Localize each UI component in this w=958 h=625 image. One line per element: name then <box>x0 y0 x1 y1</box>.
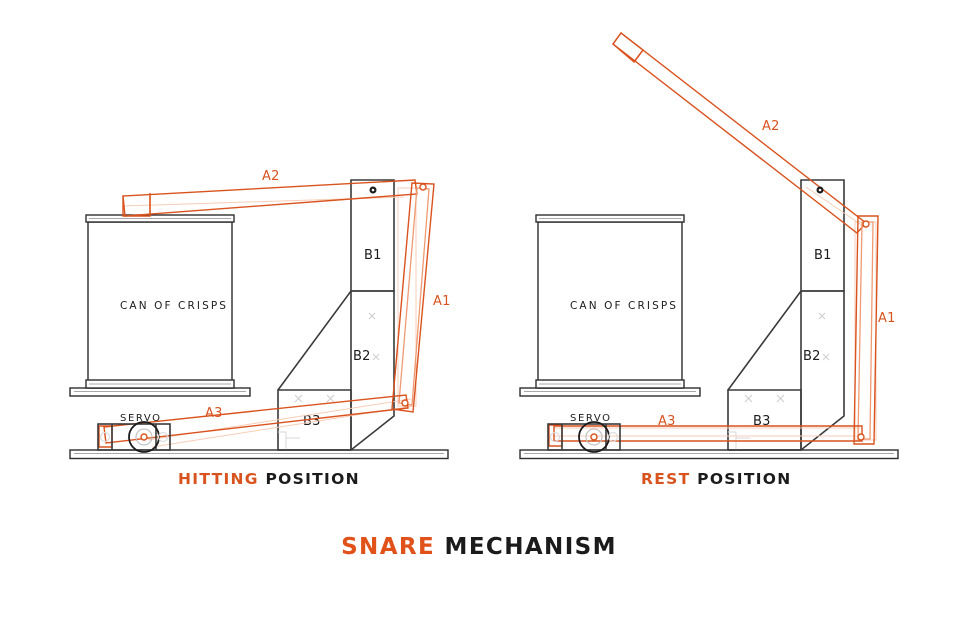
caption-hitting-position: HITTING POSITION <box>178 470 360 488</box>
can-of-crisps-left <box>85 214 235 389</box>
page-title-rest: MECHANISM <box>435 534 617 560</box>
block-b1-right <box>800 179 845 292</box>
link-a1-label-right: A1 <box>878 311 896 326</box>
caption-rest-position: REST POSITION <box>641 470 792 488</box>
panel-rest-position: CAN OF CRISPS B3 B2 <box>519 32 899 460</box>
block-b2-left <box>277 290 395 451</box>
block-b1-left <box>350 179 395 292</box>
link-a1-label-left: A1 <box>433 294 451 309</box>
servo-label-left: SERVO <box>120 413 162 424</box>
link-a2-label-left: A2 <box>262 169 280 184</box>
page-title-highlight: SNARE <box>341 534 436 560</box>
servo-label-right: SERVO <box>570 413 612 424</box>
panel-hitting-position: CAN OF CRISPS B3 B2 <box>69 169 451 460</box>
caption-left-rest: POSITION <box>258 470 360 488</box>
b3-xmarks-right <box>744 394 785 403</box>
link-a3-label-left: A3 <box>205 406 223 421</box>
block-b1-label-left: B1 <box>364 248 382 263</box>
block-b1-label-right: B1 <box>814 248 832 263</box>
link-a3-label-right: A3 <box>658 414 676 429</box>
pivots-right <box>816 186 870 441</box>
can-of-crisps-label-right: CAN OF CRISPS <box>570 300 678 312</box>
ground-plate-left <box>69 449 449 460</box>
link-a2-label-right: A2 <box>762 119 780 134</box>
ground-plate-right <box>519 449 899 460</box>
block-b3-label-right: B3 <box>753 414 771 429</box>
servo-left <box>97 421 171 453</box>
page-title: SNARE MECHANISM <box>0 534 958 560</box>
caption-right-rest: POSITION <box>690 470 792 488</box>
block-b3-label-left: B3 <box>303 414 321 429</box>
caption-right-highlight: REST <box>641 470 691 488</box>
link-a2-left <box>122 179 418 217</box>
servo-right <box>547 421 621 453</box>
caption-left-highlight: HITTING <box>178 470 259 488</box>
can-of-crisps-right <box>535 214 685 389</box>
can-of-crisps-label-left: CAN OF CRISPS <box>120 300 228 312</box>
b2-xmarks-right <box>818 312 830 361</box>
can-support-plate-left <box>69 387 251 397</box>
block-b2-label-right: B2 <box>803 349 821 364</box>
block-b2-right <box>727 290 845 451</box>
link-a1-right <box>853 215 879 445</box>
block-b2-label-left: B2 <box>353 349 371 364</box>
b3-xmarks-left <box>294 394 335 403</box>
link-a2-right <box>612 32 868 234</box>
pivots-left <box>369 183 427 407</box>
can-support-plate-right <box>519 387 701 397</box>
b2-xmarks-left <box>368 312 380 361</box>
